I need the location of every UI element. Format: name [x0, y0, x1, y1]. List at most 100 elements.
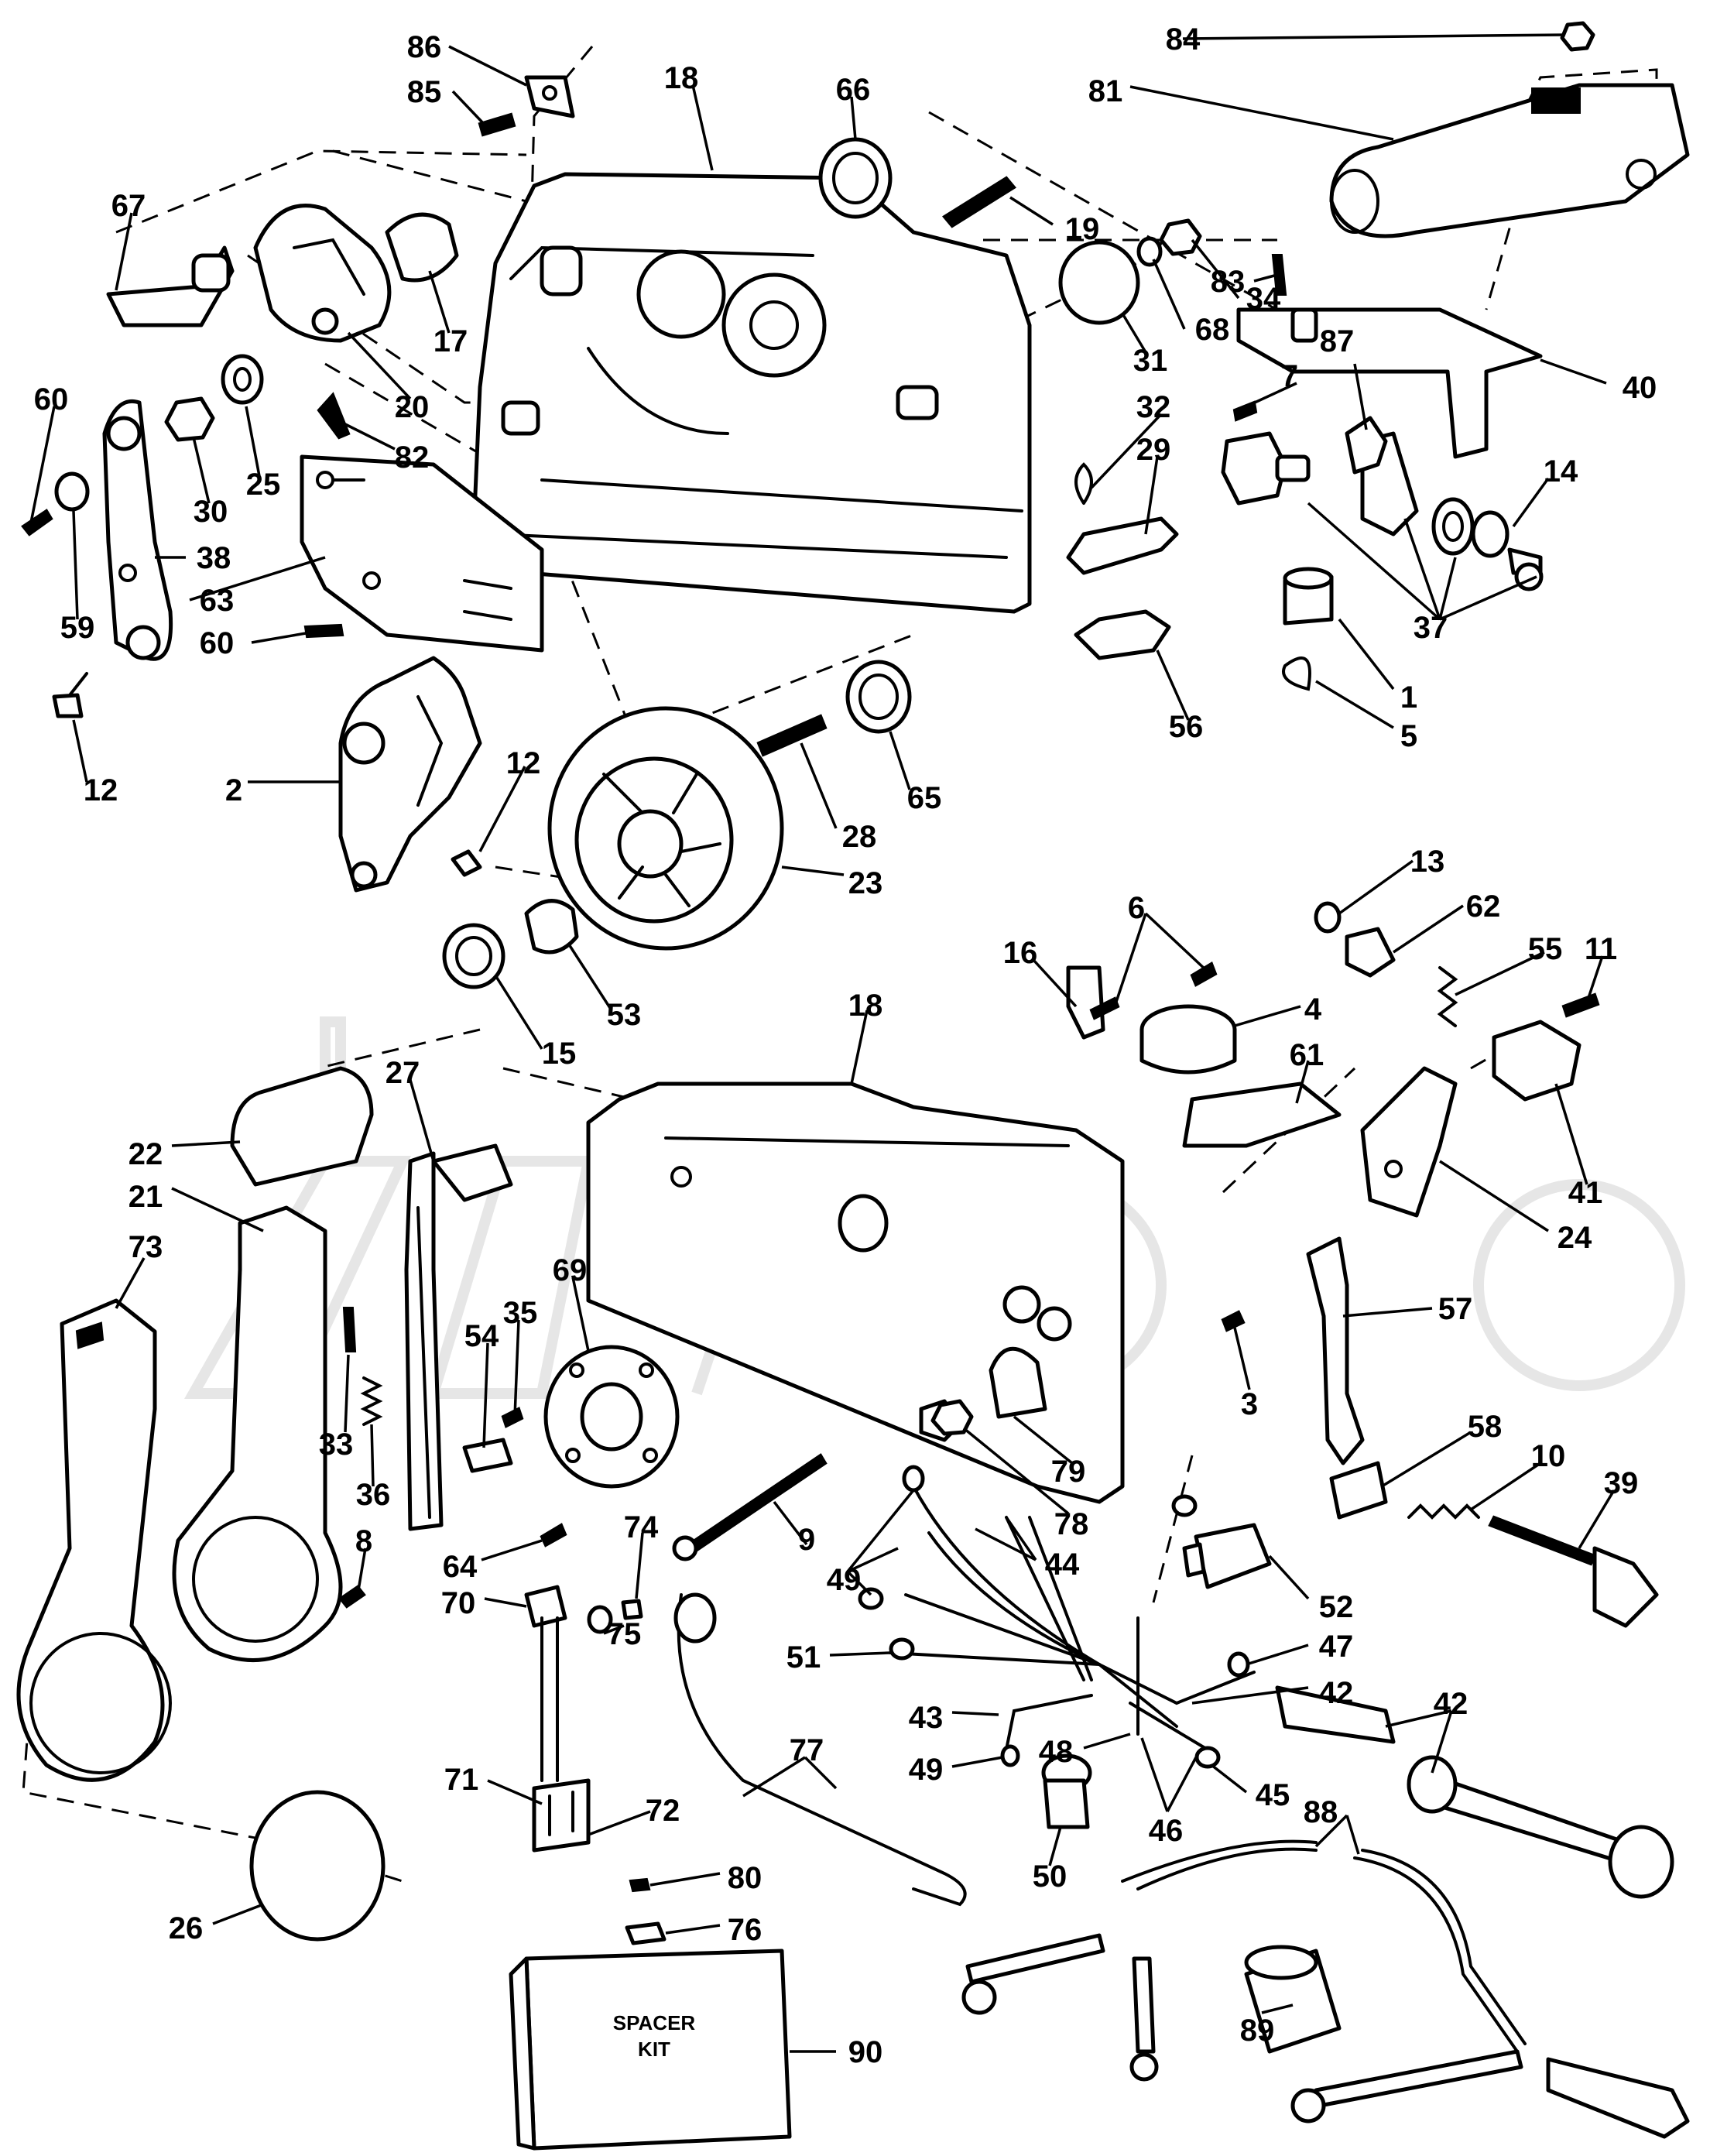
callout-44: 44	[1045, 1548, 1080, 1582]
screw-12-right	[451, 849, 482, 877]
cables-88	[961, 1839, 1690, 2139]
callout-12: 12	[84, 773, 118, 807]
spring-32	[1074, 462, 1093, 505]
nut-34	[1159, 218, 1202, 256]
handle-21	[172, 1205, 343, 1663]
spring-36	[360, 1376, 383, 1426]
screw-28	[756, 714, 828, 757]
callout-6: 6	[1128, 891, 1145, 925]
callout-87: 87	[1320, 324, 1355, 358]
callout-40: 40	[1623, 371, 1657, 405]
shift-lever-38	[102, 399, 173, 661]
callout-60: 60	[200, 626, 235, 660]
switch-70	[524, 1585, 567, 1782]
screw-7	[1232, 400, 1258, 422]
callout-15: 15	[542, 1037, 577, 1071]
callout-19: 19	[1065, 212, 1100, 246]
callout-86: 86	[407, 30, 442, 64]
spacer-kit-90: SPACER KIT	[509, 1949, 792, 2151]
plunger-39	[1488, 1515, 1659, 1628]
wiring-harness	[858, 1465, 1256, 1769]
callout-2: 2	[225, 773, 242, 807]
plug-50	[1041, 1753, 1092, 1829]
callout-67: 67	[111, 189, 146, 223]
callout-68: 68	[1195, 313, 1230, 347]
callout-21: 21	[129, 1180, 163, 1214]
handle-73	[16, 1298, 172, 1782]
plate-69	[543, 1345, 680, 1489]
screw-85	[478, 112, 516, 137]
callout-65: 65	[907, 781, 942, 815]
callout-14: 14	[1544, 454, 1578, 488]
callout-77: 77	[790, 1733, 824, 1767]
nut-84	[1560, 21, 1595, 52]
callout-9: 9	[798, 1523, 815, 1557]
callout-11: 11	[1585, 932, 1617, 966]
cam-plate-20	[253, 204, 392, 343]
callout-55: 55	[1528, 932, 1563, 966]
callout-35: 35	[503, 1296, 538, 1330]
lens-26	[249, 1790, 386, 1942]
screw-74	[621, 1599, 643, 1620]
callout-48: 48	[1039, 1735, 1074, 1769]
bushing-1	[1283, 567, 1334, 626]
callout-18: 18	[664, 61, 699, 95]
callout-43: 43	[909, 1701, 944, 1735]
lanyard-77	[673, 1592, 967, 1907]
callout-73: 73	[129, 1230, 163, 1264]
pin-13	[1314, 901, 1342, 934]
leader-lines	[29, 33, 1616, 2053]
callout-39: 39	[1604, 1466, 1639, 1500]
spring-55	[1437, 966, 1458, 1027]
sleeve-89	[1244, 1945, 1342, 2054]
callout-31: 31	[1133, 344, 1168, 378]
callout-79: 79	[1051, 1455, 1086, 1489]
callout-57: 57	[1438, 1292, 1473, 1326]
screw-64	[540, 1523, 567, 1548]
detent-29	[1066, 516, 1179, 575]
callout-76: 76	[728, 1913, 762, 1947]
screws-6	[1089, 961, 1218, 1020]
callout-32: 32	[1136, 390, 1171, 424]
washer-75	[587, 1605, 613, 1634]
lever-67	[106, 245, 235, 327]
callout-41: 41	[1568, 1176, 1603, 1210]
callout-46: 46	[1149, 1814, 1184, 1848]
callout-17: 17	[433, 324, 468, 358]
callout-49: 49	[827, 1563, 862, 1597]
callout-63: 63	[200, 584, 235, 618]
key-switch-parts-37	[1221, 431, 1475, 556]
callout-42: 42	[1319, 1676, 1354, 1710]
callout-64: 64	[443, 1550, 478, 1584]
callout-25: 25	[246, 468, 281, 502]
spring-10	[1407, 1503, 1480, 1520]
callout-72: 72	[646, 1794, 680, 1828]
callout-61: 61	[1290, 1038, 1324, 1072]
callout-82: 82	[395, 440, 430, 475]
clip-76	[625, 1921, 667, 1945]
screw-35	[501, 1407, 524, 1428]
callout-54: 54	[464, 1319, 499, 1353]
callout-5: 5	[1400, 719, 1417, 753]
callout-1: 1	[1400, 680, 1417, 715]
bushing-66	[818, 137, 893, 219]
callout-26: 26	[169, 1911, 204, 1945]
bracket-86	[524, 75, 575, 118]
callout-7: 7	[1281, 359, 1298, 393]
callout-56: 56	[1169, 710, 1204, 744]
callout-49: 49	[909, 1753, 944, 1787]
callout-89: 89	[1240, 2014, 1275, 2048]
callout-90: 90	[848, 2035, 883, 2069]
callout-69: 69	[553, 1253, 588, 1287]
callout-28: 28	[842, 820, 877, 854]
cover-31	[1058, 240, 1140, 325]
throttle-lever-81	[1329, 83, 1690, 238]
callout-45: 45	[1256, 1778, 1290, 1812]
screw-33	[342, 1307, 357, 1352]
callout-36: 36	[356, 1478, 391, 1512]
screw-82	[317, 392, 351, 440]
callout-22: 22	[129, 1137, 163, 1171]
slide-27	[404, 1143, 513, 1531]
callout-20: 20	[395, 390, 430, 424]
callout-84: 84	[1166, 22, 1201, 57]
